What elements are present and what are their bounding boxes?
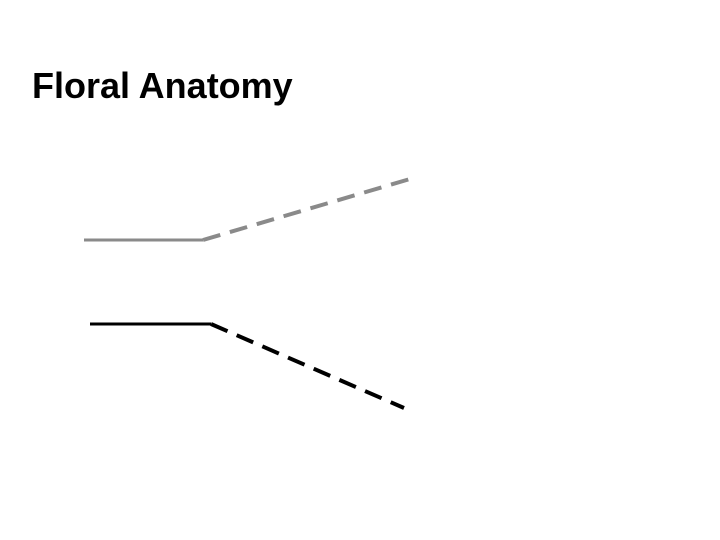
slide-title: Floral Anatomy (32, 65, 293, 106)
lower-leader-dashed-segment (210, 322, 405, 410)
lower-leader-line (90, 322, 405, 410)
upper-leader-dashed-segment (202, 177, 411, 242)
upper-leader-line (84, 177, 411, 242)
